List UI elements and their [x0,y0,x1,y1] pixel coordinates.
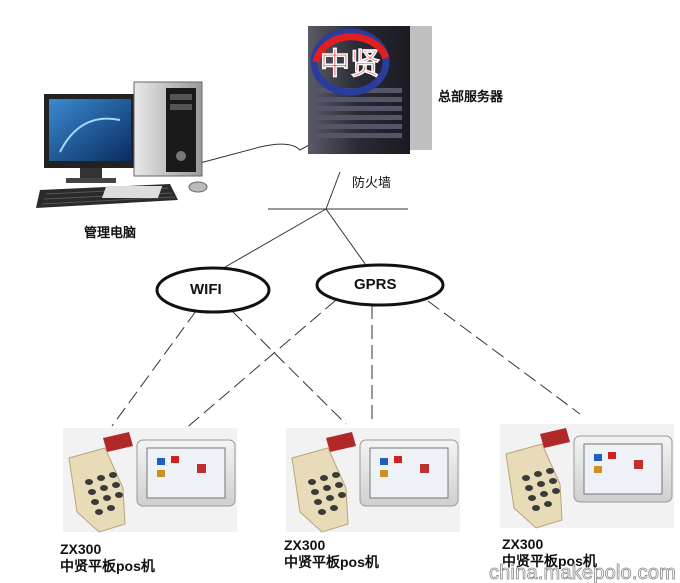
wifi-label: WIFI [190,281,222,298]
firewall-label: 防火墙 [352,176,392,191]
pc-monitor [44,94,136,183]
terminal-3-model: ZX300 [502,536,544,552]
pos-terminal-2 [286,428,460,533]
server-label: 总部服务器 [438,90,504,105]
watermark: china.makepolo.com [488,562,677,583]
terminal-1-model: ZX300 [60,541,102,557]
wifi-node [155,266,271,314]
terminal-3-name: 中贤平板pos机 [502,553,597,569]
firewall-wifi-link [219,208,327,271]
terminal-1-caption: ZX300 中贤平板pos机 [60,541,155,575]
gprs-terminal3-link [427,300,581,415]
gprs-terminal1-link [183,299,337,431]
terminal-2-name: 中贤平板pos机 [284,554,379,570]
pc-tower [133,81,203,177]
gprs-label: GPRS [354,276,397,293]
server-logo-text: 中贤 [320,47,380,82]
terminal-2-model: ZX300 [284,537,326,553]
pos-terminal-1 [63,428,237,533]
server-tower: 中贤 [308,26,432,154]
management-pc-label: 管理电脑 [84,226,137,241]
terminal-2-caption: ZX300 中贤平板pos机 [284,537,379,571]
terminal-1-name: 中贤平板pos机 [60,558,155,574]
wifi-terminal2-link [231,310,347,425]
pc-mouse [101,181,208,198]
terminal-3-caption: ZX300 中贤平板pos机 [502,536,597,570]
firewall-gprs-link [325,208,369,269]
wifi-terminal1-link [111,310,197,427]
server-logo: 中贤 [310,28,390,96]
pc-server-link [199,137,323,164]
server-firewall-link [325,171,341,210]
connection-lines [111,137,581,431]
pos-terminal-3 [500,424,674,529]
gprs-node [315,263,445,307]
